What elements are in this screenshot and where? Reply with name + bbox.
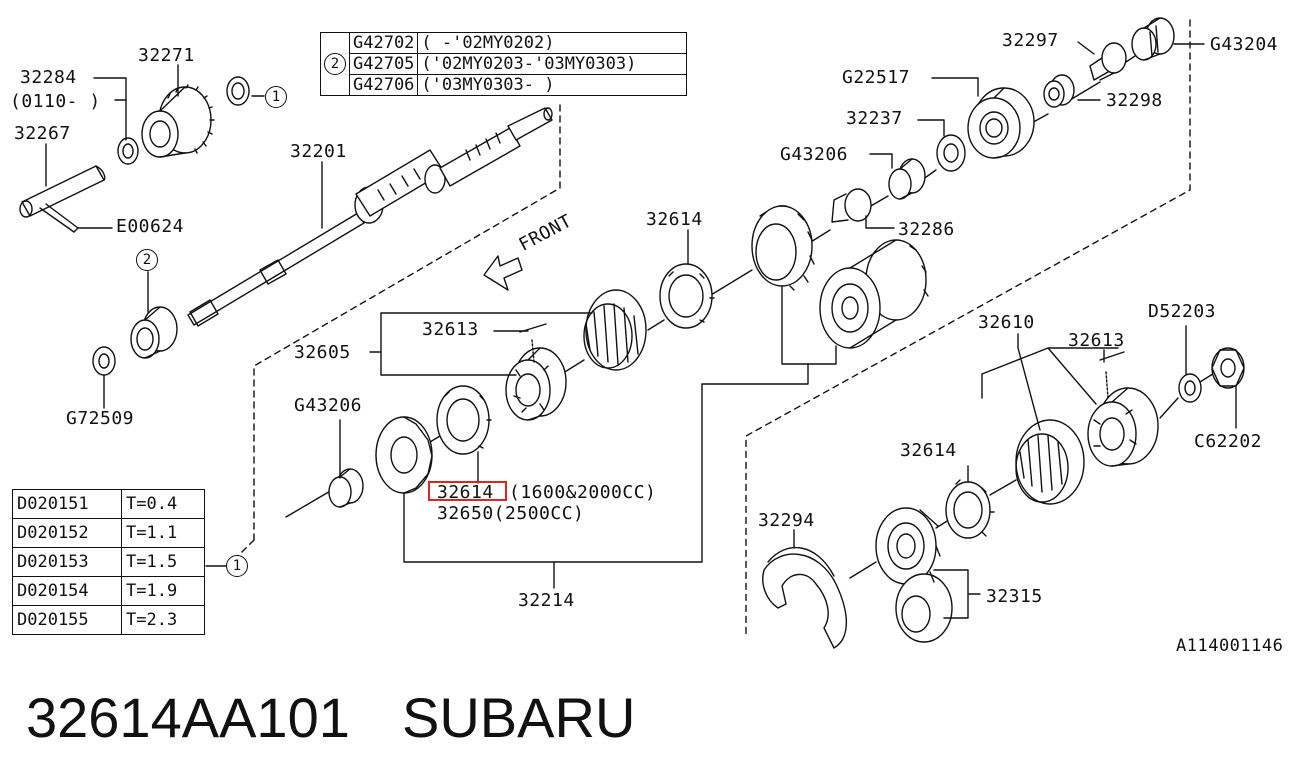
model-year-table: 2 G42702 ( -'02MY0202) G42705 ('02MY0203… — [320, 32, 688, 96]
label-32284-note: (0110- ) — [10, 91, 101, 112]
table-cell-thickness: T=2.3 — [121, 605, 205, 635]
label-32614-selected[interactable]: 32614 — [437, 482, 494, 503]
label-32650[interactable]: 32650(2500CC) — [437, 503, 585, 524]
collar-32297-icon — [1089, 42, 1127, 81]
table-cell-thickness: T=1.1 — [121, 518, 205, 548]
table-cell-part[interactable]: D020155 — [12, 605, 122, 635]
table-cell-part[interactable]: G42706 — [348, 74, 419, 96]
label-G72509[interactable]: G72509 — [66, 408, 135, 429]
callout-1-top: 1 — [265, 86, 287, 108]
table-row: D020153 T=1.5 — [12, 547, 205, 577]
label-32614-selected-note: (1600&2000CC) — [509, 482, 657, 503]
label-E00624[interactable]: E00624 — [116, 216, 185, 237]
callout-1-table: 1 — [226, 555, 248, 577]
label-C62202[interactable]: C62202 — [1194, 431, 1263, 452]
label-32201[interactable]: 32201 — [290, 141, 347, 162]
callout-2-bearing: 2 — [136, 249, 158, 271]
washer-32237-icon — [936, 134, 966, 172]
sleeve-32610-icon — [1015, 419, 1085, 505]
table-row: D020151 T=0.4 — [12, 489, 205, 519]
label-32237[interactable]: 32237 — [846, 108, 903, 129]
bearing-G22517-icon — [967, 87, 1035, 159]
table-cell-thickness: T=1.9 — [121, 576, 205, 606]
label-32284[interactable]: 32284 — [20, 67, 77, 88]
table-cell-part[interactable]: D020152 — [12, 518, 122, 548]
washer-D52203-icon — [1178, 373, 1202, 403]
table-cell-part[interactable]: D020154 — [12, 576, 122, 606]
bearing-G43206-right-icon — [888, 158, 926, 200]
table-cell-range: ( -'02MY0202) — [417, 32, 688, 54]
label-32294[interactable]: 32294 — [758, 510, 815, 531]
table-cell-part[interactable]: G42705 — [348, 53, 419, 75]
label-32297[interactable]: 32297 — [1002, 30, 1059, 51]
table-cell-thickness: T=1.5 — [121, 547, 205, 577]
label-32267[interactable]: 32267 — [14, 123, 71, 144]
synchro-hub-32610-icon — [1087, 351, 1159, 467]
label-32614-top[interactable]: 32614 — [646, 209, 703, 230]
nut-C62202-icon — [1211, 347, 1245, 389]
table-cell-range: ('03MY0303- ) — [417, 74, 688, 96]
table-row: D020155 T=2.3 — [12, 605, 205, 635]
washer-32284-icon — [117, 137, 139, 165]
cover-32294-icon — [762, 546, 848, 649]
selected-part-highlight — [428, 481, 507, 501]
sleeve-32605-icon — [583, 289, 647, 371]
label-D52203[interactable]: D52203 — [1148, 301, 1217, 322]
leader-dashed-lines — [227, 19, 1191, 637]
bearing-G43204-icon — [1131, 17, 1175, 61]
label-32605[interactable]: 32605 — [294, 342, 351, 363]
leader-lines — [45, 41, 1237, 619]
synchro-ring-32614-selected-icon — [436, 385, 492, 455]
label-32613-left[interactable]: 32613 — [422, 319, 479, 340]
bearing-2-icon — [130, 306, 178, 359]
label-G43204[interactable]: G43204 — [1210, 34, 1279, 55]
table-cell-part[interactable]: D020151 — [12, 489, 122, 519]
label-32286[interactable]: 32286 — [898, 219, 955, 240]
label-G43206-right[interactable]: G43206 — [780, 144, 849, 165]
label-G22517[interactable]: G22517 — [842, 67, 911, 88]
label-32614-right[interactable]: 32614 — [900, 440, 957, 461]
table-cell-part[interactable]: D020153 — [12, 547, 122, 577]
callout-2-table: 2 — [324, 53, 346, 75]
label-G43206-left[interactable]: G43206 — [294, 395, 363, 416]
front-arrow-icon — [483, 255, 523, 291]
washer-32298-icon — [1043, 74, 1075, 108]
synchro-ring-32614-top-icon — [659, 263, 715, 329]
collar-32286-icon — [831, 188, 872, 223]
table-cell-range: ('02MY0203-'03MY0303) — [417, 53, 688, 75]
washer-G72509-icon — [92, 346, 116, 376]
washer-1-icon — [226, 76, 250, 106]
gear-32214-right-icon — [751, 205, 815, 291]
label-32610[interactable]: 32610 — [978, 312, 1035, 333]
synchro-hub-32605-icon — [505, 323, 567, 421]
label-32298[interactable]: 32298 — [1106, 90, 1163, 111]
label-32214[interactable]: 32214 — [518, 590, 575, 611]
shaft-32267-icon — [19, 165, 106, 233]
shaft-32201-icon — [187, 107, 553, 327]
table-cell-thickness: T=0.4 — [121, 489, 205, 519]
gear-32214-icon — [375, 416, 433, 494]
shim-thickness-table: D020151 T=0.4 D020152 T=1.1 D020153 T=1.… — [12, 489, 205, 635]
double-gear-icon — [819, 239, 929, 349]
axis-lines — [285, 55, 1217, 579]
table-row: D020152 T=1.1 — [12, 518, 205, 548]
gear-32271-icon — [141, 84, 215, 158]
bearing-G43206-left-icon — [328, 468, 364, 508]
label-32271[interactable]: 32271 — [138, 45, 195, 66]
label-32613-right[interactable]: 32613 — [1068, 330, 1125, 351]
brand-caption: SUBARU — [402, 686, 636, 749]
synchro-ring-32614-right-icon — [945, 479, 995, 539]
table-row: D020154 T=1.9 — [12, 576, 205, 606]
label-32315[interactable]: 32315 — [986, 586, 1043, 607]
table-cell-part[interactable]: G42702 — [348, 32, 419, 54]
bearing-32315-icon — [875, 507, 953, 643]
diagram-code: A114001146 — [1176, 636, 1284, 656]
part-number-caption: 32614AA101 — [26, 686, 350, 749]
